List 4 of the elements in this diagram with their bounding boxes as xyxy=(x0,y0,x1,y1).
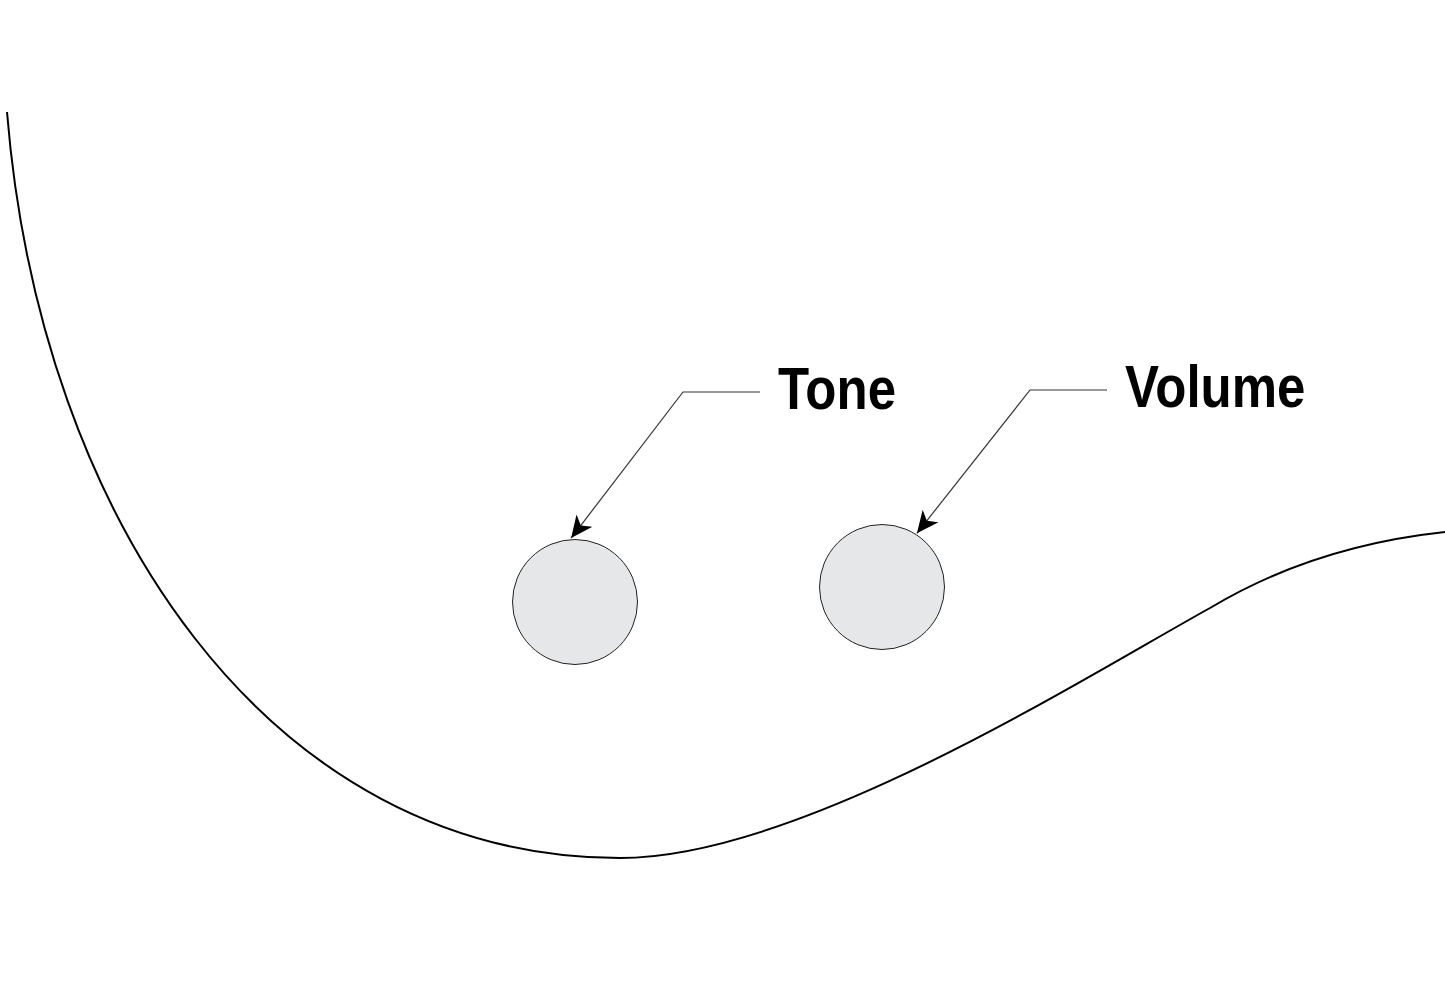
leader-arrow xyxy=(570,391,761,539)
callout-label: Tone xyxy=(778,359,897,419)
leader-arrow xyxy=(916,389,1108,534)
callout-label: Volume xyxy=(1125,357,1306,417)
